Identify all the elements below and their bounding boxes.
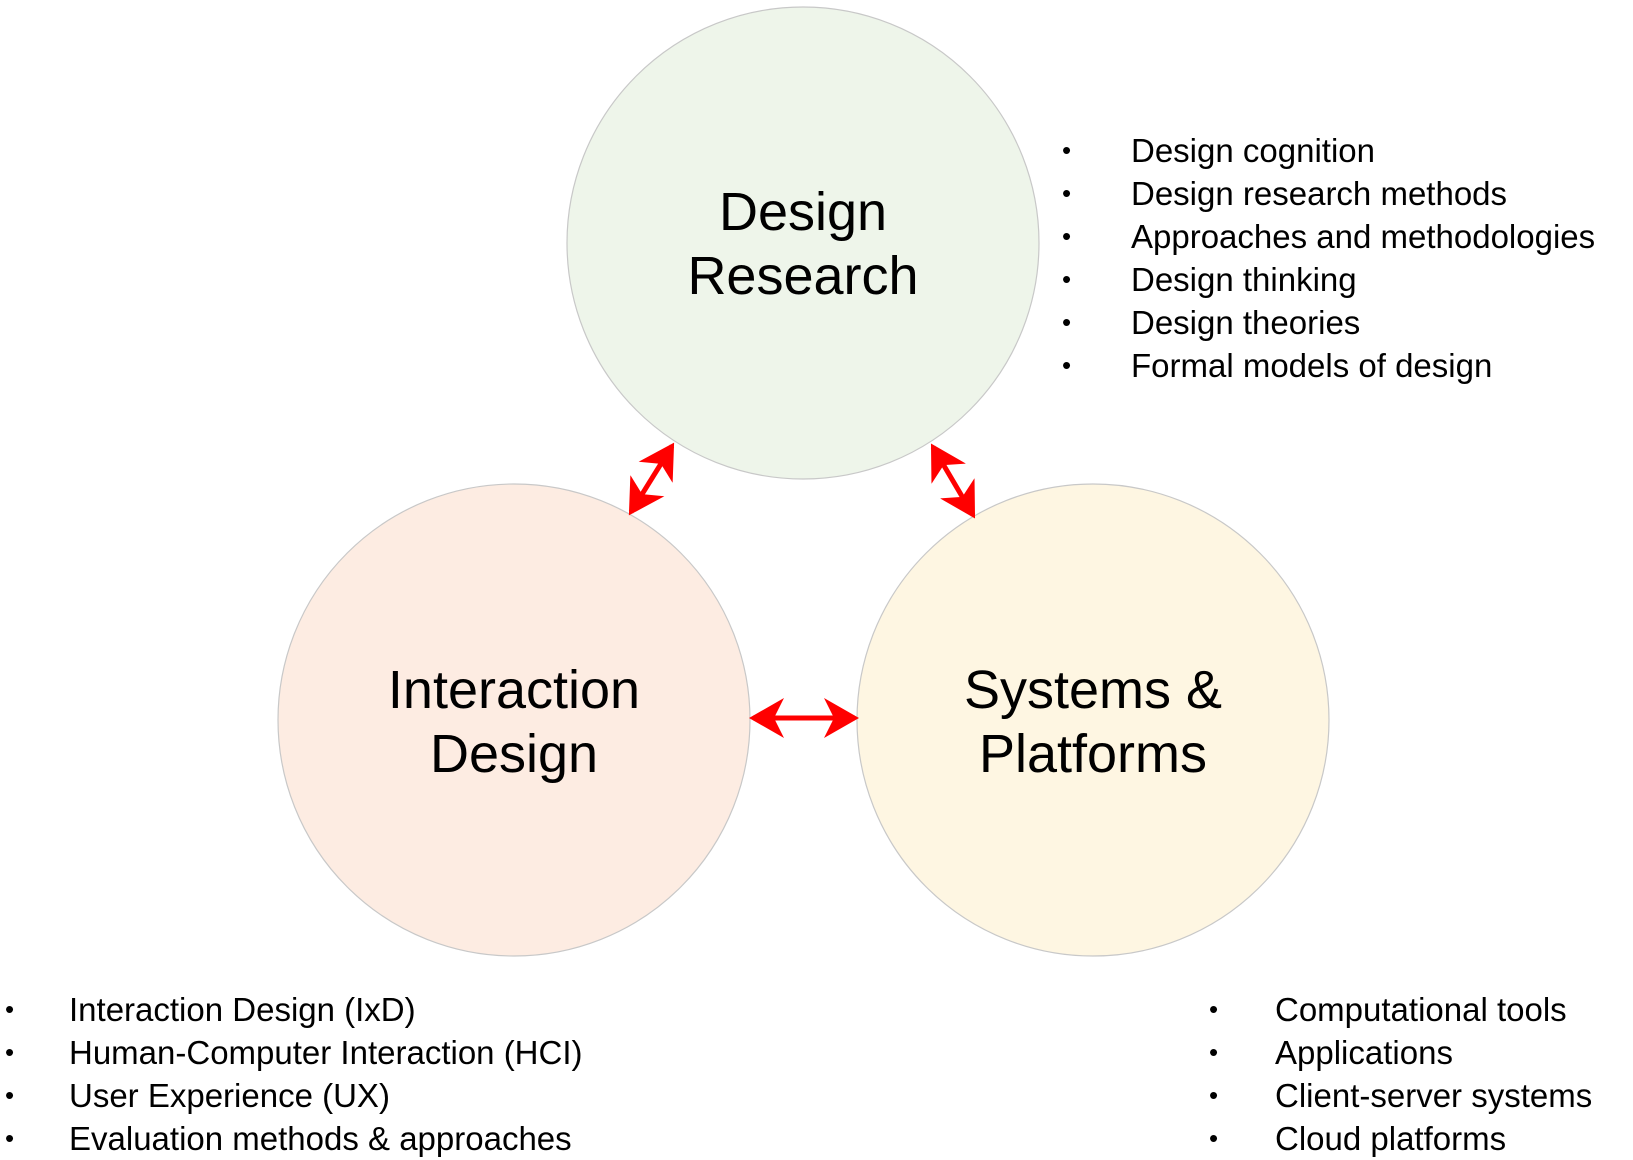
list-item: • Applications: [1209, 1031, 1592, 1074]
bullet-icon: •: [5, 1080, 15, 1110]
list-item-text: Applications: [1275, 1034, 1453, 1071]
bullet-icon: •: [1062, 264, 1072, 294]
bullet-icon: •: [1209, 1037, 1219, 1067]
arrow-research-interaction: [628, 442, 675, 516]
list-item: • Cloud platforms: [1209, 1117, 1592, 1160]
bullet-icon: •: [5, 1037, 15, 1067]
bullet-icon: •: [1062, 221, 1072, 251]
design-research-title-line2: Research: [687, 246, 919, 306]
bullet-icon: •: [5, 994, 15, 1024]
list-item: • Approaches and methodologies: [1062, 215, 1595, 258]
interaction-design-title: Interaction Design: [304, 658, 724, 786]
design-research-title-line1: Design: [718, 182, 888, 242]
interaction-design-title-line2: Design: [429, 724, 599, 784]
list-item: • Formal models of design: [1062, 344, 1595, 387]
list-item: • Design thinking: [1062, 258, 1595, 301]
list-item-text: Approaches and methodologies: [1131, 218, 1596, 255]
list-item-text: Design thinking: [1131, 261, 1357, 298]
systems-platforms-topics-list: • Computational tools • Applications • Clie…: [1209, 988, 1592, 1160]
arrow-research-systems: [930, 443, 976, 519]
bullet-icon: •: [1209, 1080, 1219, 1110]
systems-platforms-title-line1: Systems &: [963, 660, 1223, 720]
interaction-design-title-line1: Interaction: [387, 660, 641, 720]
list-item-text: Design research methods: [1131, 175, 1508, 212]
list-item-text: Design cognition: [1131, 132, 1375, 169]
list-item: • Evaluation methods & approaches: [5, 1117, 583, 1160]
bullet-icon: •: [1209, 994, 1219, 1024]
list-item-text: Design theories: [1131, 304, 1361, 341]
list-item: • User Experience (UX): [5, 1074, 583, 1117]
list-item: • Design theories: [1062, 301, 1595, 344]
design-research-topics-list: • Design cognition • Design research metho…: [1062, 129, 1595, 387]
list-item-text: Formal models of design: [1131, 347, 1493, 384]
systems-platforms-title-line2: Platforms: [978, 724, 1208, 784]
list-item-text: Evaluation methods & approaches: [69, 1120, 572, 1157]
bullet-icon: •: [5, 1123, 15, 1153]
bullet-icon: •: [1062, 135, 1072, 165]
bullet-icon: •: [1209, 1123, 1219, 1153]
list-item-text: Cloud platforms: [1275, 1120, 1507, 1157]
list-item: • Human-Computer Interaction (HCI): [5, 1031, 583, 1074]
interaction-design-topics-list: • Interaction Design (IxD) • Human-Compute…: [5, 988, 583, 1160]
design-research-title: Design Research: [593, 180, 1013, 308]
list-item-text: Computational tools: [1275, 991, 1567, 1028]
design-research-circle: [566, 6, 1040, 480]
list-item: • Design cognition: [1062, 129, 1595, 172]
list-item-text: User Experience (UX): [69, 1077, 390, 1114]
list-item: • Interaction Design (IxD): [5, 988, 583, 1031]
bullet-icon: •: [1062, 178, 1072, 208]
list-item: • Design research methods: [1062, 172, 1595, 215]
list-item: • Computational tools: [1209, 988, 1592, 1031]
bullet-icon: •: [1062, 307, 1072, 337]
list-item-text: Interaction Design (IxD): [69, 991, 416, 1028]
list-item: • Client-server systems: [1209, 1074, 1592, 1117]
bullet-icon: •: [1062, 350, 1072, 380]
list-item-text: Human-Computer Interaction (HCI): [69, 1034, 583, 1071]
systems-platforms-title: Systems & Platforms: [883, 658, 1303, 786]
list-item-text: Client-server systems: [1275, 1077, 1593, 1114]
